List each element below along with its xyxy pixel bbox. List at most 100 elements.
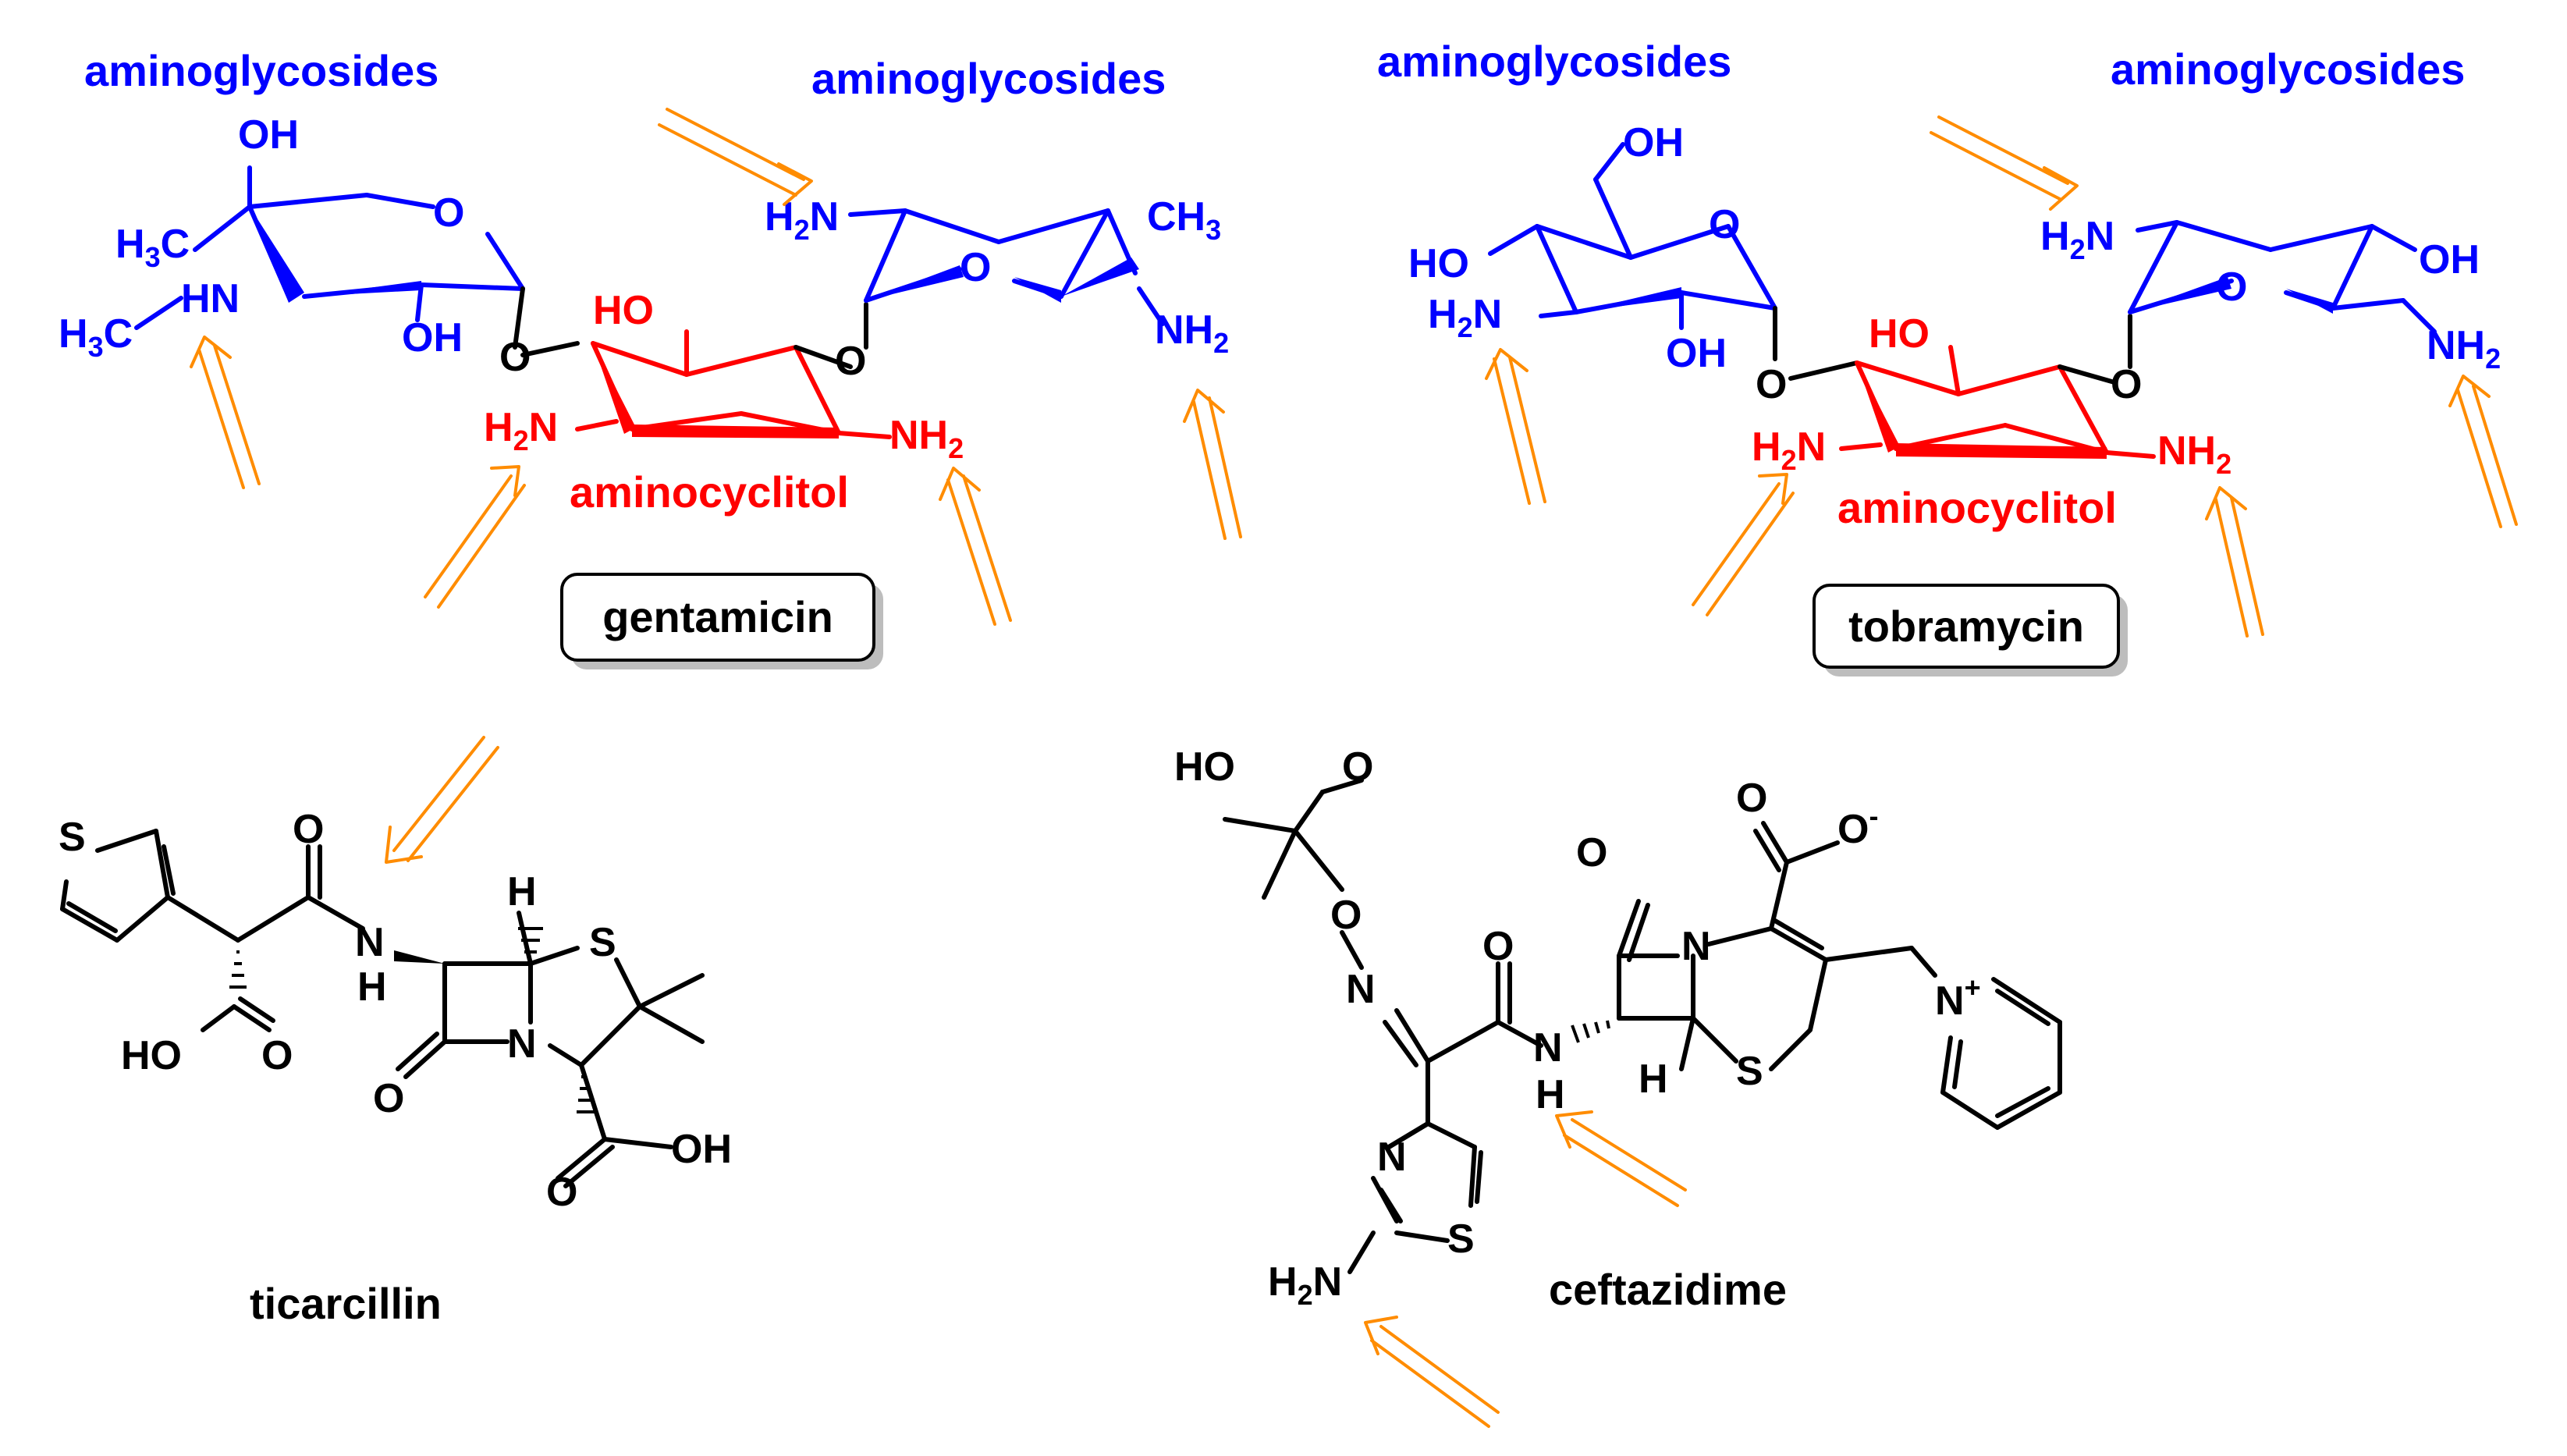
atom-o: O [1482,924,1514,969]
atom-o: O [2111,362,2142,407]
atom-oh: OH [1666,331,1727,376]
tobramycin-right-link [2058,314,2132,385]
double-arrow [658,108,813,206]
gentamicin-left-link [513,286,580,357]
atom-o: O [261,1033,293,1078]
atom-o: O [2216,265,2247,310]
atom-n-plus: N+ [1935,971,1981,1024]
atom-nh2: NH2 [1155,307,1229,359]
atom-o: O [835,339,866,384]
atom-o: O [373,1076,404,1121]
atom-o: O [499,335,531,380]
wedge-bond [394,950,445,964]
atom-oh: OH [1623,120,1684,165]
wedge-bond [866,265,964,300]
atom-h3c: H3C [59,311,133,363]
thiazole-ring [1386,1121,1430,1149]
gentamicin-right-link [794,302,868,369]
hash-bond [1571,1020,1610,1043]
label-aminocyclitol: aminocyclitol [570,467,849,517]
ticarcillin-bonds [60,829,705,1188]
atom-h3c: H3C [115,222,190,273]
atom-h2n: H2N [1428,292,1502,343]
atom-n: N [355,920,385,965]
atom-s: S [59,815,86,860]
wedge-bond [1857,363,1900,453]
gentamicin-structure: OH O H3C HN H3C OH O HO H2N NH2 O H2N O … [59,46,1229,669]
double-arrow [385,736,499,864]
label-aminoglycosides: aminoglycosides [84,46,438,95]
name-box [560,573,875,662]
hash-bond [229,927,595,1113]
wedge-bond [304,281,421,297]
double-arrow [1555,1110,1687,1207]
atom-ho: HO [1869,311,1930,357]
double-arrow [190,336,261,489]
tobramycin-structure: OH O HO H2N OH O HO H2N NH2 O H2N O OH N… [1377,37,2501,677]
tobramycin-right-sugar-ring [2128,220,2437,334]
atom-o: O [1709,202,1740,247]
ceftazidime-structure: HO O O N O N H O N H S O O- N+ N S H2N c… [1174,744,2062,1314]
atom-ch3: CH3 [1147,194,1221,246]
compound-name-gentamicin: gentamicin [602,592,833,641]
atom-n: N [507,1021,537,1067]
atom-o: O [546,1170,577,1215]
atom-o: O [1756,362,1787,407]
atom-o: O [433,190,464,236]
atom-o: O [1342,744,1373,790]
ticarcillin-structure: S O N H H S N O HO O O OH ticarcillin [59,807,732,1328]
wedge-bond [2286,289,2333,314]
wedge-bond [632,424,839,439]
label-aminoglycosides: aminoglycosides [1377,37,1731,86]
label-aminoglycosides: aminoglycosides [2111,44,2465,94]
atom-n: N [1377,1135,1407,1180]
atom-s: S [1736,1049,1763,1094]
atom-oh: OH [671,1127,732,1172]
atom-nh2: NH2 [2157,428,2231,480]
atom-nh2: NH2 [2427,323,2501,375]
wedge-bond [2130,277,2231,312]
double-arrow [1692,473,1795,616]
wedge-bond [1576,287,1681,312]
wedge-bond [1896,443,2107,459]
double-arrow [1930,115,2079,211]
atom-o: O [1736,776,1767,821]
tobramycin-left-link [1773,306,1859,381]
ceftazidime-bonds [1223,778,2062,1274]
atom-h: H [507,869,537,914]
atom-oh: OH [402,315,463,360]
atom-o: O [293,807,324,852]
double-arrow [939,467,1012,626]
atom-ho: HO [1408,241,1469,286]
name-box [1813,584,2120,669]
double-arrow [1364,1316,1500,1428]
indicator-arrows [190,108,2518,1428]
atom-h2n: H2N [765,194,839,246]
double-arrow [2448,375,2518,528]
wedge-bond [250,207,304,303]
atom-h2n: H2N [1268,1259,1342,1311]
atom-nh2: NH2 [889,413,964,464]
double-arrow [2205,486,2264,637]
atom-h: H [1639,1056,1668,1102]
atom-h: H [1536,1072,1565,1117]
atom-o: O [960,245,991,290]
label-aminoglycosides: aminoglycosides [811,54,1166,103]
atom-o-minus: O- [1837,800,1878,852]
atom-ho: HO [593,288,654,333]
atom-oh: OH [238,112,299,158]
atom-o: O [1330,893,1362,938]
atom-h2n: H2N [2040,214,2114,265]
atom-ho: HO [121,1033,182,1078]
label-aminocyclitol: aminocyclitol [1837,483,2117,532]
atom-h: H [357,964,387,1010]
atom-ho: HO [1174,744,1235,790]
atom-n: N [1533,1025,1563,1071]
atom-h2n: H2N [484,405,558,456]
compound-name-ticarcillin: ticarcillin [250,1279,442,1328]
double-arrow [1485,348,1546,505]
compound-name-tobramycin: tobramycin [1848,602,2084,651]
atom-oh: OH [2419,237,2480,282]
atom-n: N [1346,967,1376,1012]
